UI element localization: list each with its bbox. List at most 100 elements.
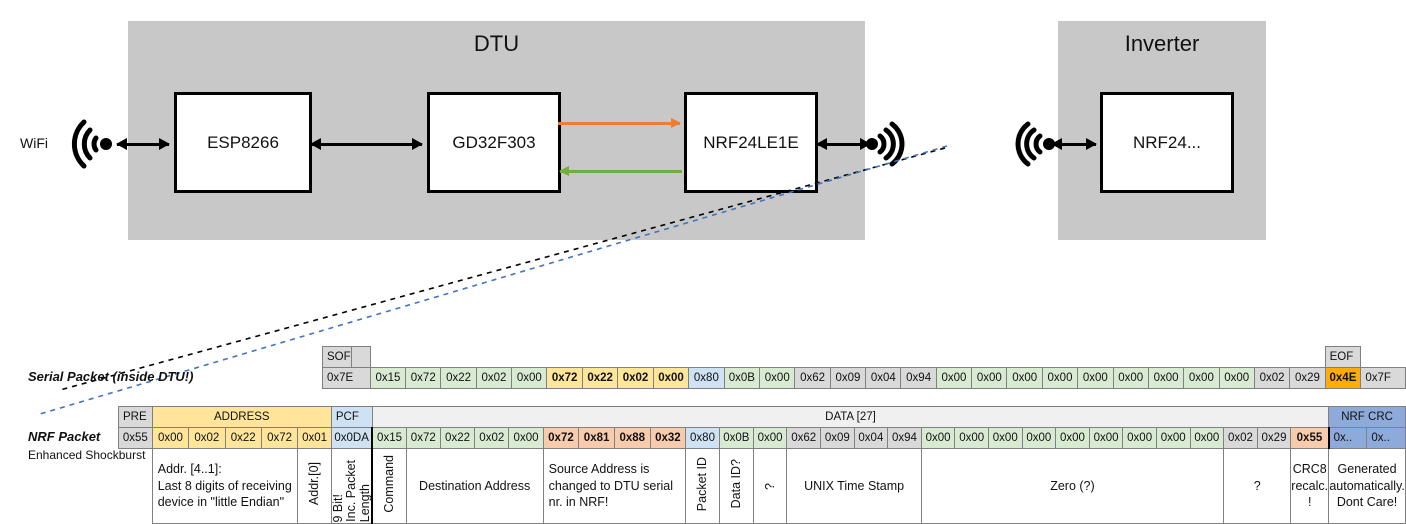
annotation-crc8: CRC8 recalc. !: [1290, 448, 1330, 524]
nrf-pre-header: PRE: [118, 406, 153, 428]
annotation-command-label: Command: [382, 454, 397, 513]
nrf-byte-12: 0x62: [786, 427, 821, 449]
dtu-title: DTU: [473, 31, 520, 56]
serial-byte-0: 0x15: [369, 367, 407, 389]
nrf-address-byte-1: 0x02: [188, 427, 226, 449]
serial-byte-21: 0x00: [1112, 367, 1149, 389]
nrf-byte-21: 0x00: [1088, 427, 1124, 449]
nrf-address-byte-4: 0x01: [297, 427, 332, 449]
nrf-byte-16: 0x00: [920, 427, 956, 449]
nrf-address-byte-0: 0x00: [151, 427, 190, 449]
annotation-nrf-crc-l3: Dont Care!: [1336, 495, 1398, 510]
serial-sof-value: 0x7E: [322, 367, 371, 389]
nrf-byte-9: 0x80: [685, 427, 720, 449]
nrf-crc-byte-1: 0x..: [1366, 427, 1406, 449]
nrf-byte-25: 0x02: [1223, 427, 1258, 449]
arrow-gd32-to-nrf-orange: [558, 118, 681, 128]
annotation-nrf-crc-l1: Generated: [1337, 462, 1397, 477]
arrow-inverter-antenna-to-nrf24: [1051, 138, 1097, 150]
nrf-packet-label: NRF Packet: [28, 429, 101, 444]
serial-header-row: SOF EOF: [322, 346, 1406, 368]
annotation-address-note-l3: device in "little Endian": [157, 495, 285, 510]
annotation-packet-id: Packet ID: [685, 448, 720, 524]
serial-byte-3: 0x02: [475, 367, 513, 389]
annotation-nrf-crc-l2: automatically.: [1329, 478, 1405, 493]
annotation-source-note: Source Address is changed to DTU serial …: [542, 448, 687, 524]
chip-nrf24-label: NRF24...: [1132, 132, 1202, 152]
nrf-byte-17: 0x00: [954, 427, 989, 449]
serial-sof-header: SOF: [322, 346, 352, 368]
annotation-crc8-l3: !: [1307, 495, 1312, 510]
annotation-unix-time-stamp: UNIX Time Stamp: [786, 448, 922, 524]
arrow-nrf24le1e-to-antenna: [816, 138, 871, 150]
serial-byte-9: 0x80: [688, 367, 725, 389]
annotation-source-note-l2: changed to DTU serial: [548, 478, 674, 493]
nrf-byte-10: 0x0B: [718, 427, 754, 449]
serial-byte-26: 0x29: [1289, 367, 1326, 389]
annotation-pcf: 9 Bit! Inc. Packet Length: [330, 448, 373, 524]
annotation-source-note-l3: nr. in NRF!: [548, 495, 609, 510]
arrow-antenna-to-esp8266: [116, 138, 170, 150]
nrf-byte-13: 0x09: [819, 427, 855, 449]
serial-byte-11: 0x00: [759, 367, 796, 389]
nrf-byte-3: 0x02: [474, 427, 510, 449]
annotation-pcf-l2: Inc. Packet: [344, 460, 359, 522]
serial-byte-14: 0x04: [865, 367, 902, 389]
serial-header-gap: [370, 347, 1325, 368]
arrow-esp8266-gd32f303: [310, 138, 423, 150]
serial-byte-25: 0x02: [1253, 367, 1291, 389]
serial-byte-12: 0x62: [794, 367, 831, 389]
inverter-title: Inverter: [1124, 31, 1200, 56]
serial-byte-6: 0x22: [581, 367, 619, 389]
nrf-crc-header: NRF CRC: [1328, 406, 1406, 428]
nrf-byte-18: 0x00: [987, 427, 1023, 449]
annotation-crc8-l1: CRC8: [1292, 462, 1327, 477]
serial-eof-header: EOF: [1324, 346, 1362, 368]
nrf-byte-19: 0x00: [1021, 427, 1057, 449]
nrf-header-row: PRE ADDRESS PCF DATA [27] NRF CRC: [118, 406, 1406, 428]
annotation-pcf-l1: 9 Bit!: [331, 493, 345, 523]
serial-eof-value: 0x7F: [1360, 367, 1406, 389]
nrf-byte-26: 0x29: [1256, 427, 1292, 449]
serial-packet-label: Serial Packet (inside DTU!): [28, 369, 194, 384]
nrf-byte-27: 0x55: [1290, 427, 1330, 449]
annotation-tilde: ?: [752, 448, 788, 524]
nrf-byte-8: 0x32: [649, 427, 687, 449]
serial-byte-18: 0x00: [1006, 367, 1043, 389]
serial-byte-13: 0x09: [829, 367, 867, 389]
serial-byte-20: 0x00: [1077, 367, 1114, 389]
serial-byte-15: 0x94: [900, 367, 937, 389]
nrf-packet-sublabel: Enhanced Shockburst: [28, 448, 146, 462]
serial-byte-7: 0x02: [617, 367, 654, 389]
nrf-byte-4: 0x00: [508, 427, 544, 449]
annotation-addr0-label: Addr.[0]: [307, 462, 322, 506]
nrf-byte-2: 0x22: [439, 427, 476, 449]
nrf-byte-5: 0x72: [542, 427, 580, 449]
nrf-byte-20: 0x00: [1055, 427, 1090, 449]
serial-byte-2: 0x22: [440, 367, 477, 389]
annotation-addr0: Addr.[0]: [297, 448, 332, 524]
nrf-address-byte-3: 0x72: [260, 427, 299, 449]
nrf-address-header: ADDRESS: [151, 406, 332, 428]
annotation-source-note-l1: Source Address is: [548, 462, 650, 477]
annotation-data-id-label: Data ID?: [729, 459, 744, 509]
serial-byte-24: 0x00: [1218, 367, 1255, 389]
nrf-byte-24: 0x00: [1189, 427, 1225, 449]
nrf-byte-6: 0x81: [578, 427, 615, 449]
annotation-packet-id-label: Packet ID: [695, 456, 710, 511]
nrf-byte-1: 0x72: [405, 427, 441, 449]
annotation-command: Command: [371, 448, 407, 524]
nrf-byte-23: 0x00: [1155, 427, 1191, 449]
nrf-byte-11: 0x00: [752, 427, 788, 449]
serial-byte-5: 0x72: [546, 367, 583, 389]
nrf-address-byte-2: 0x22: [224, 427, 262, 449]
nrf-byte-0: 0x15: [371, 427, 407, 449]
serial-header-spacer: [350, 346, 371, 368]
nrf-crc-byte-0: 0x..: [1327, 427, 1368, 449]
nrf-byte-7: 0x88: [613, 427, 651, 449]
nrf-packet-table: PRE ADDRESS PCF DATA [27] NRF CRC 0x55 0…: [118, 406, 1406, 524]
